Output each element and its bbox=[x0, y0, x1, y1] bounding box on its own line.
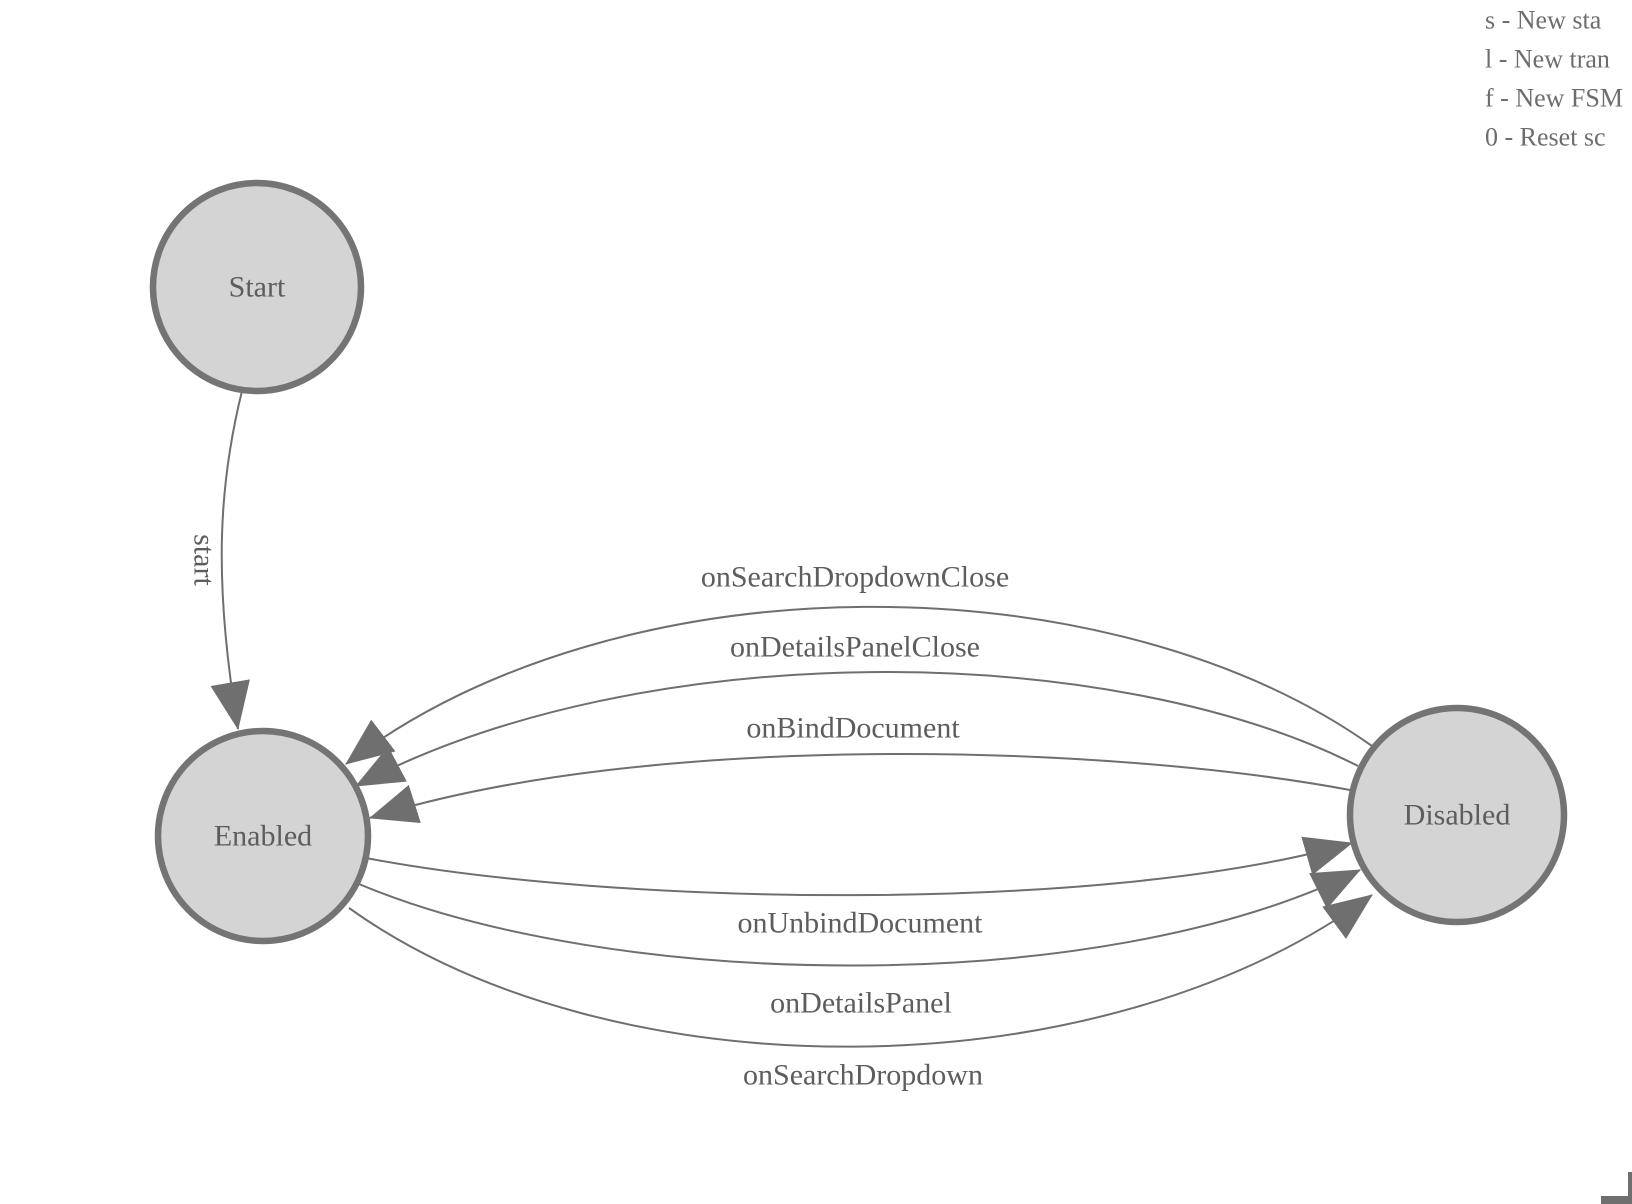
state-label-disabled: Disabled bbox=[1404, 799, 1511, 832]
transition-label-onunbinddocument[interactable]: onUnbindDocument bbox=[738, 907, 984, 940]
state-circle-start[interactable] bbox=[149, 179, 365, 395]
state-label-start: Start bbox=[229, 271, 286, 304]
legend-line-new-transition: l - New tran bbox=[1485, 45, 1610, 74]
transition-label-onbinddocument[interactable]: onBindDocument bbox=[746, 712, 960, 745]
transition-edges bbox=[210, 390, 1373, 1048]
state-nodes: Start Enabled Disabled bbox=[149, 179, 1568, 945]
legend-line-reset-scale: 0 - Reset sc bbox=[1485, 123, 1606, 152]
legend-line-new-fsm: f - New FSM bbox=[1485, 84, 1623, 113]
transition-label-ondetailspanelclose[interactable]: onDetailsPanelClose bbox=[730, 631, 980, 664]
transition-edge-onsearchdropdownclose[interactable] bbox=[345, 605, 1373, 765]
corner-horizontal-bar bbox=[1601, 1196, 1632, 1204]
legend-line-new-state: s - New sta bbox=[1485, 6, 1602, 35]
transition-edge-ondetailspanel[interactable] bbox=[358, 869, 1361, 967]
transition-edge-onunbinddocument[interactable] bbox=[365, 836, 1353, 897]
state-circle-enabled[interactable] bbox=[154, 727, 372, 945]
state-node-disabled[interactable]: Disabled bbox=[1346, 704, 1568, 926]
keyboard-shortcuts-legend: s - New sta l - New tran f - New FSM 0 -… bbox=[1485, 6, 1623, 152]
transition-edge-onsearchdropdown[interactable] bbox=[348, 894, 1373, 1048]
corner-vertical-bar bbox=[1628, 1172, 1632, 1199]
transition-label-ondetailspanel[interactable]: onDetailsPanel bbox=[770, 987, 952, 1020]
transition-label-start[interactable]: start bbox=[188, 534, 221, 586]
transition-label-onsearchdropdown[interactable]: onSearchDropdown bbox=[743, 1059, 983, 1092]
transition-labels: start onSearchDropdownClose onDetailsPan… bbox=[188, 534, 1010, 1091]
transition-edge-onbinddocument[interactable] bbox=[369, 753, 1351, 824]
transition-edge-start[interactable] bbox=[210, 390, 250, 730]
transition-label-onsearchdropdownclose[interactable]: onSearchDropdownClose bbox=[701, 561, 1009, 594]
transition-edge-ondetailspanelclose[interactable] bbox=[355, 671, 1359, 787]
corner-indicator bbox=[1601, 1172, 1632, 1204]
state-circle-disabled[interactable] bbox=[1346, 704, 1568, 926]
state-node-enabled[interactable]: Enabled bbox=[154, 727, 372, 945]
state-label-enabled: Enabled bbox=[214, 820, 312, 853]
state-node-start[interactable]: Start bbox=[149, 179, 365, 395]
